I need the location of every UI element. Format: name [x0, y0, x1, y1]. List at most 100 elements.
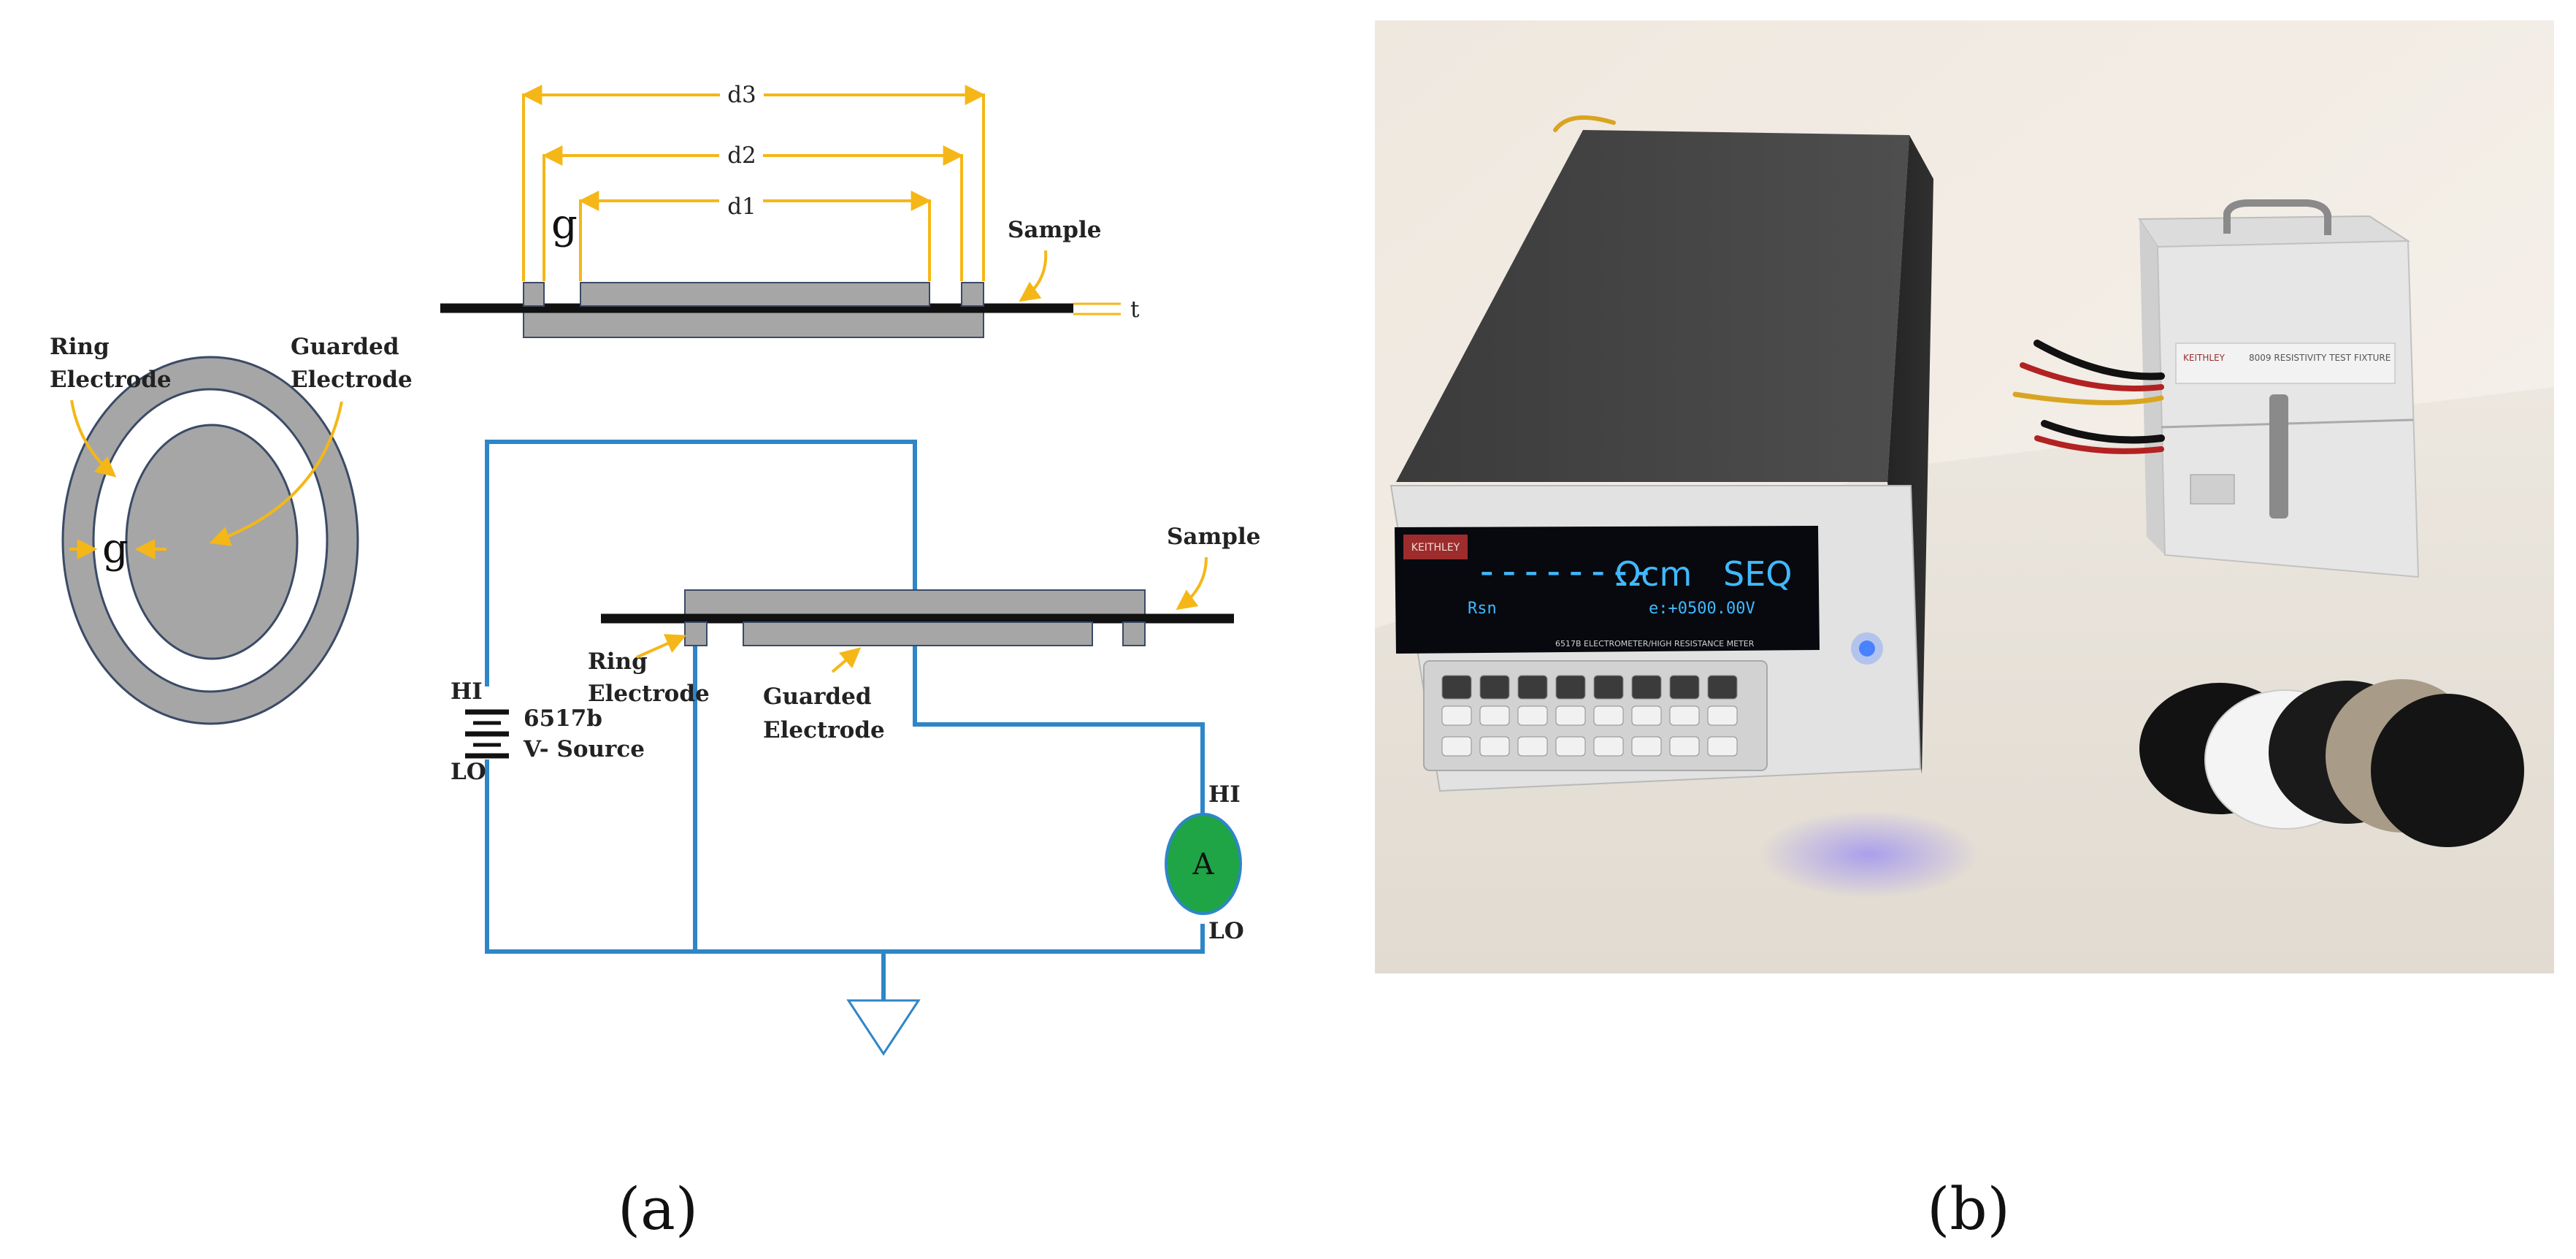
display-window	[1395, 526, 1820, 654]
ring-electrode-left	[684, 621, 708, 646]
electrometer-top	[1396, 130, 1909, 482]
ground-symbol	[846, 999, 921, 1056]
electrometer: KEITHLEY -------- Ωcm SEQ Rsn e:+0500.00…	[1389, 130, 1979, 898]
ring-left-section	[523, 282, 545, 307]
ring-electrode-right	[1122, 621, 1146, 646]
source-model-label: 6517b	[524, 705, 602, 732]
sample-discs	[2139, 679, 2524, 847]
ammeter	[1165, 813, 1242, 915]
electrometer-right-side	[1887, 135, 1933, 774]
meter-front-button	[1669, 705, 1700, 726]
meter-front-button	[1517, 736, 1548, 757]
wire-guarded-to-ammeter	[913, 646, 1205, 825]
meter-front-button	[1707, 736, 1738, 757]
guarded-electrode-label-circuit-1: Guarded	[763, 684, 872, 710]
ring-electrode-label-circuit-2: Electrode	[588, 681, 710, 707]
display-main-dashes: --------	[1475, 548, 1653, 594]
wire-source-to-ground	[485, 759, 1205, 954]
meter-front-button	[1669, 736, 1700, 757]
fixture-label-plate	[2175, 343, 2396, 384]
meter-front-button	[1555, 736, 1586, 757]
display-value: e:+0500.00V	[1649, 600, 1755, 618]
fixture-brand: KEITHLEY	[2183, 353, 2226, 363]
cross-section: d3 d2 d1 g Sample t	[440, 77, 1140, 338]
guarded-section	[580, 282, 930, 307]
meter-front-button	[1593, 675, 1624, 700]
d1-label: d1	[727, 194, 756, 220]
display-seq: SEQ	[1723, 554, 1792, 594]
meter-front-button	[1441, 675, 1472, 700]
source-lo-label: LO	[451, 759, 486, 785]
test-fixture: KEITHLEY 8009 RESISTIVITY TEST FIXTURE	[2138, 199, 2420, 578]
voltage-source-led-glow	[1851, 632, 1883, 665]
fixture-label: 8009 RESISTIVITY TEST FIXTURE	[2249, 353, 2391, 363]
meter-front-button	[1479, 736, 1510, 757]
ring-arrow-circuit	[636, 634, 687, 659]
meter-front-button	[1555, 675, 1586, 700]
meter-front-button	[1517, 705, 1548, 726]
ring-label-arrow	[70, 399, 117, 478]
ammeter-lo-label: LO	[1208, 918, 1244, 944]
sample-arrow-top	[1019, 250, 1048, 302]
sample-label-top: Sample	[1008, 217, 1101, 243]
guarded-arrow-circuit	[831, 647, 862, 673]
fixture-cables	[1553, 115, 2165, 454]
guarded-electrode	[743, 621, 1093, 646]
top-electrode	[684, 589, 1146, 619]
photo-panel: KEITHLEY -------- Ωcm SEQ Rsn e:+0500.00…	[1375, 20, 2554, 973]
meter-front-button	[1441, 705, 1472, 726]
meter-front-button	[1593, 705, 1624, 726]
d3-label: d3	[727, 82, 756, 108]
guarded-electrode-label-1: Guarded	[291, 334, 399, 360]
brand-badge-text: KEITHLEY	[1411, 542, 1460, 554]
guarded-label-arrow	[209, 401, 343, 546]
blue-glow	[1760, 811, 1979, 898]
sample-arrow-circuit	[1176, 556, 1208, 611]
voltage-source-battery	[465, 709, 509, 759]
display-sub: Rsn	[1468, 600, 1497, 618]
ring-electrode-label-circuit-1: Ring	[588, 648, 648, 675]
meter-front-button	[1669, 675, 1700, 700]
fixture-handle	[2223, 199, 2331, 235]
meter-front-button	[1593, 736, 1624, 757]
d2-label: d2	[727, 142, 756, 169]
meter-front-button	[1555, 705, 1586, 726]
meter-front-button	[1631, 675, 1662, 700]
ring-electrode-label-2: Electrode	[50, 367, 172, 393]
guarded-electrode-label-circuit-2: Electrode	[763, 717, 885, 743]
gap-g-label: g	[102, 525, 129, 573]
brand-badge	[1403, 535, 1468, 559]
source-hi-label: HI	[451, 678, 483, 705]
ammeter-symbol: A	[1192, 848, 1215, 881]
caption-b: (b)	[1927, 1175, 2010, 1243]
disc-black-3	[2371, 694, 2524, 847]
meter-front-button	[1631, 736, 1662, 757]
ring-right-section	[961, 282, 984, 307]
sample-label-circuit: Sample	[1167, 524, 1260, 550]
model-text: 6517B ELECTROMETER/HIGH RESISTANCE METER	[1555, 639, 1755, 648]
fixture-switch	[2190, 474, 2235, 505]
gap-g-section-label: g	[551, 201, 578, 248]
meter-front-button	[1707, 705, 1738, 726]
meter-front-button	[1707, 675, 1738, 700]
guarded-electrode-label-2: Electrode	[291, 367, 413, 393]
voltage-source-led	[1859, 640, 1875, 657]
meter-front-button	[1517, 675, 1548, 700]
thickness-label: t	[1130, 296, 1140, 323]
ring-electrode-label-1: Ring	[50, 334, 110, 360]
display-unit: Ωcm	[1615, 554, 1692, 594]
caption-a: (a)	[618, 1175, 698, 1243]
top-view-electrodes: Ring Electrode Guarded Electrode g	[50, 334, 413, 725]
fixture-lever	[2269, 394, 2288, 518]
meter-front-button	[1631, 705, 1662, 726]
meter-front-button	[1479, 675, 1510, 700]
ammeter-hi-label: HI	[1208, 781, 1241, 808]
meter-front-button	[1441, 736, 1472, 757]
guarded-electrode-disc	[125, 424, 299, 660]
wire-source-to-top	[485, 440, 917, 686]
meter-front-button	[1479, 705, 1510, 726]
source-type-label: V- Source	[523, 736, 645, 762]
circuit: Sample Ring Electrode Guarded Electrode …	[451, 440, 1260, 1056]
button-grid	[1441, 675, 1738, 757]
